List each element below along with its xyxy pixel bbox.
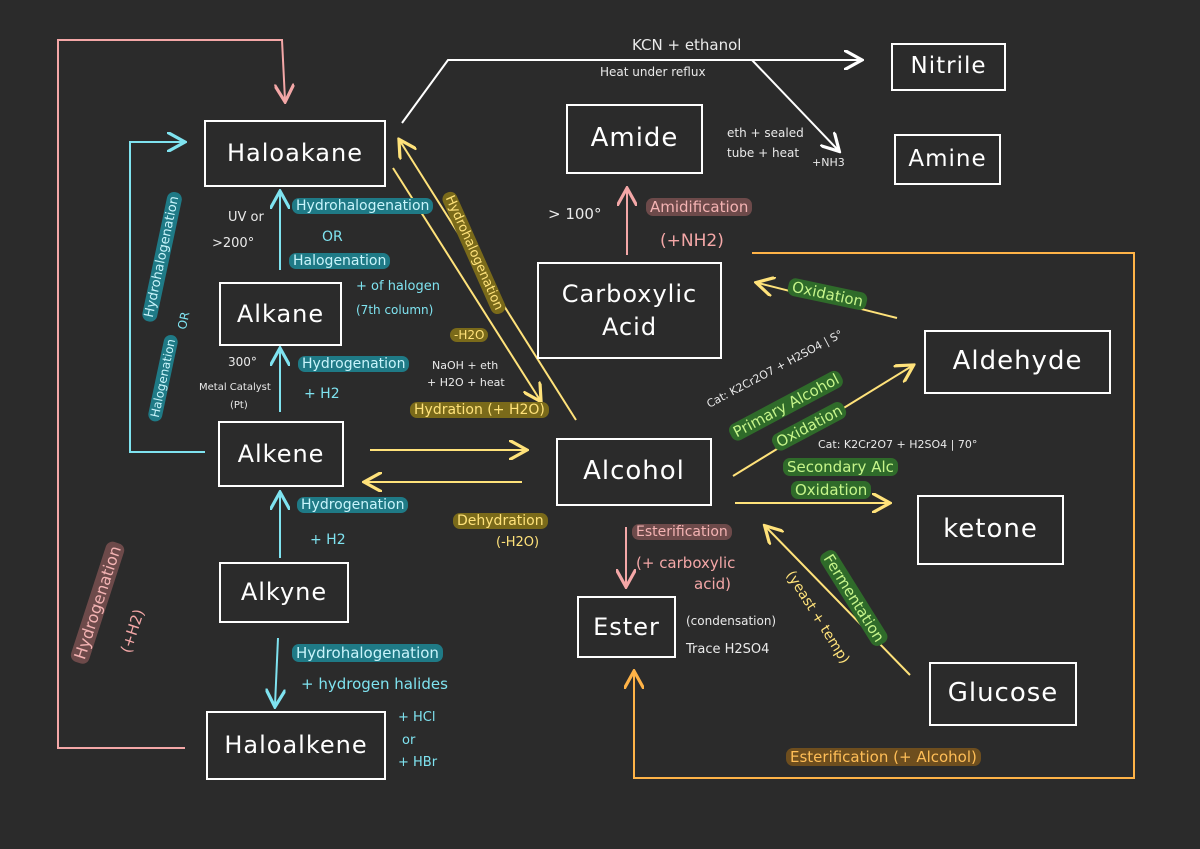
node-alkane: Alkane: [219, 282, 342, 346]
label-plus-h2-2: + H2: [310, 532, 346, 548]
node-alkene: Alkene: [218, 421, 344, 487]
label-secondary-alc: Secondary Alc: [783, 458, 898, 476]
label-minus-h2o-2: (-H2O): [496, 535, 540, 550]
node-glucose: Glucose: [929, 662, 1077, 726]
label-naoh-2: + H2O + heat: [427, 376, 505, 389]
halogenation-top-text: Halogenation: [289, 253, 391, 269]
node-carboxylic-acid: Carboxylic Acid: [537, 262, 722, 359]
dehydration-text: Dehydration: [453, 513, 548, 529]
label-metal-catalyst-2: (Pt): [230, 400, 248, 411]
amidification-text: Amidification: [646, 198, 753, 216]
hydration-text: Hydration (+ H2O): [410, 402, 549, 418]
label-plus-h2-1: + H2: [304, 386, 340, 402]
label-halogenation-top: Halogenation: [289, 253, 391, 269]
label-cat2: Cat: K2Cr2O7 + H2SO4 | 70°: [818, 438, 978, 451]
label-plus-carboxylic-2: acid): [694, 575, 731, 593]
label-hydration: Hydration (+ H2O): [410, 402, 549, 418]
label-hydrogenation-1: Hydrogenation: [298, 356, 410, 372]
label-plus-nh2: (+NH2): [660, 231, 724, 251]
esterification-text: Esterification: [632, 524, 732, 540]
label-nh3: +NH3: [812, 156, 845, 169]
label-esterification: Esterification: [632, 524, 732, 540]
acid-line-1: Carboxylic: [561, 280, 698, 309]
label-eth-sealed-2: tube + heat: [727, 146, 800, 160]
node-haloalkane: Haloakane: [204, 120, 386, 187]
hydrogenation-2-text: Hydrogenation: [297, 497, 409, 513]
secondary-alc-text: Secondary Alc: [783, 458, 898, 476]
label-reflux: Heat under reflux: [600, 65, 706, 79]
arrow-to-amine: [751, 59, 838, 150]
hydrohalogenation-low-text: Hydrohalogenation: [292, 644, 443, 662]
label-esterification-alcohol: Esterification (+ Alcohol): [786, 748, 981, 766]
label-or-low: or: [402, 733, 416, 748]
label-naoh-1: NaOH + eth: [432, 359, 499, 372]
label-trace: Trace H2SO4: [686, 642, 770, 657]
label-plus-carboxylic-1: (+ carboxylic: [636, 554, 736, 572]
label-secondary-oxidation: Oxidation: [791, 481, 872, 499]
arrow-alkyne-to-haloalkene: [275, 637, 278, 705]
label-metal-catalyst-1: Metal Catalyst: [199, 382, 271, 393]
label-dehydration: Dehydration: [453, 513, 548, 529]
arrow-glucose-to-alcohol: [766, 527, 911, 676]
label-minus-h2o: -H2O: [450, 328, 489, 343]
node-aldehyde: Aldehyde: [924, 330, 1111, 394]
label-hbr: + HBr: [398, 755, 438, 770]
minus-h2o-text: -H2O: [450, 328, 489, 342]
arrow-haloalkene-to-haloalkane-pink: [57, 39, 285, 749]
esterification-alcohol-text: Esterification (+ Alcohol): [786, 748, 981, 766]
label-condensation: (condensation): [686, 614, 777, 628]
arrow-haloalkane-to-nitrile: [401, 60, 860, 124]
label-hydrohalogenation-low: Hydrohalogenation: [292, 644, 443, 662]
label-over200: >200°: [212, 236, 255, 251]
label-hydrogen-halides: + hydrogen halides: [301, 675, 448, 693]
arrow-orange-loop-to-ester: [634, 252, 1135, 779]
node-amide: Amide: [566, 104, 703, 174]
label-column7: (7th column): [356, 303, 434, 317]
node-alkyne: Alkyne: [219, 562, 349, 623]
hydrogenation-1-text: Hydrogenation: [298, 356, 410, 372]
node-nitrile: Nitrile: [891, 43, 1006, 91]
label-or-top: OR: [322, 229, 343, 245]
label-hydrogenation-2: Hydrogenation: [297, 497, 409, 513]
label-eth-sealed-1: eth + sealed: [727, 126, 804, 140]
node-amine: Amine: [894, 134, 1001, 185]
node-ketone: ketone: [917, 495, 1064, 565]
acid-line-2: Acid: [601, 312, 658, 341]
label-hydrohalogenation-top: Hydrohalogenation: [292, 198, 434, 214]
arrow-alkene-to-haloalkane-left: [129, 142, 205, 453]
hydrohalogenation-top-text: Hydrohalogenation: [292, 198, 434, 214]
label-hcl: + HCl: [398, 710, 436, 725]
label-uv-or: UV or: [228, 210, 264, 225]
label-over100: > 100°: [548, 205, 602, 223]
label-amidification: Amidification: [646, 198, 753, 216]
secondary-oxidation-text: Oxidation: [791, 481, 872, 499]
node-alcohol: Alcohol: [556, 438, 712, 506]
label-of-halogen: + of halogen: [356, 279, 440, 294]
node-ester: Ester: [577, 596, 676, 658]
node-haloalkene: Haloalkene: [206, 711, 386, 780]
label-kcn: KCN + ethanol: [632, 36, 742, 54]
label-300deg: 300°: [228, 355, 257, 369]
